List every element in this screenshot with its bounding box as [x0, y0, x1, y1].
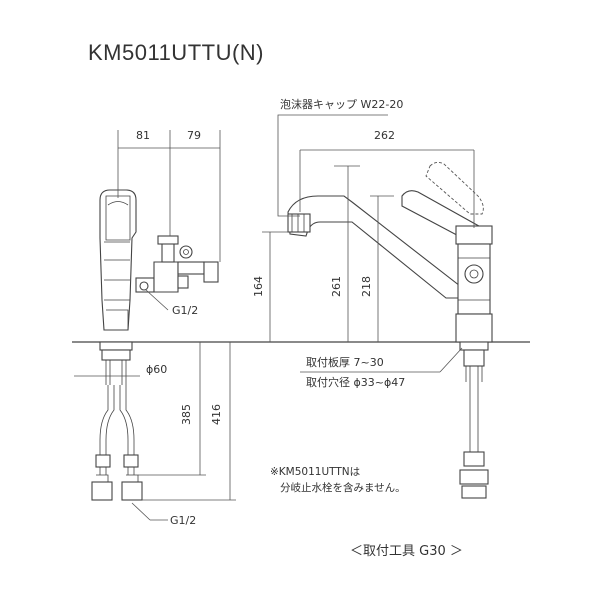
dim-164: 164 — [252, 231, 288, 342]
front-view — [287, 161, 493, 499]
dim-261: 261 — [330, 165, 360, 342]
aerator — [287, 213, 311, 233]
dim-262-label: 262 — [374, 129, 395, 142]
branch-valve — [153, 261, 179, 293]
dim-79-label: 79 — [187, 129, 201, 142]
model-title: KM5011UTTU(N) — [88, 40, 265, 65]
dim-385-416: 385 416 — [138, 342, 236, 501]
thread-upper-leader — [145, 289, 169, 311]
dim-416-label: 416 — [210, 404, 223, 425]
mount-hole-label: 取付穴径 ϕ33~ϕ47 — [306, 375, 405, 389]
dim-385-label: 385 — [180, 404, 193, 425]
mounting-tool-footer: ＜取付工具 G30 ＞ — [350, 544, 463, 559]
thread-lower-label: G1/2 — [170, 514, 196, 527]
dim-261-label: 261 — [330, 276, 343, 297]
note-line-1: ※KM5011UTTNは — [270, 466, 360, 478]
dim-164-label: 164 — [252, 276, 265, 297]
dim-262: 262 — [299, 129, 475, 228]
plate-thickness-leader — [439, 347, 463, 373]
note-line-2: 分岐止水栓を含みません。 — [280, 481, 406, 494]
hole-diameter-label: ϕ60 — [146, 363, 167, 376]
dim-218: 218 — [360, 195, 394, 342]
plate-thickness-label: 取付板厚 7~30 — [306, 355, 384, 369]
dim-81-79: 81 79 — [117, 129, 221, 262]
dim-218-label: 218 — [360, 276, 373, 297]
dim-81-label: 81 — [136, 129, 150, 142]
side-view — [91, 189, 219, 501]
thread-upper-label: G1/2 — [172, 304, 198, 317]
aerator-cap-leader — [277, 114, 388, 217]
aerator-cap-label: 泡沫器キャップ W22-20 — [280, 97, 403, 111]
